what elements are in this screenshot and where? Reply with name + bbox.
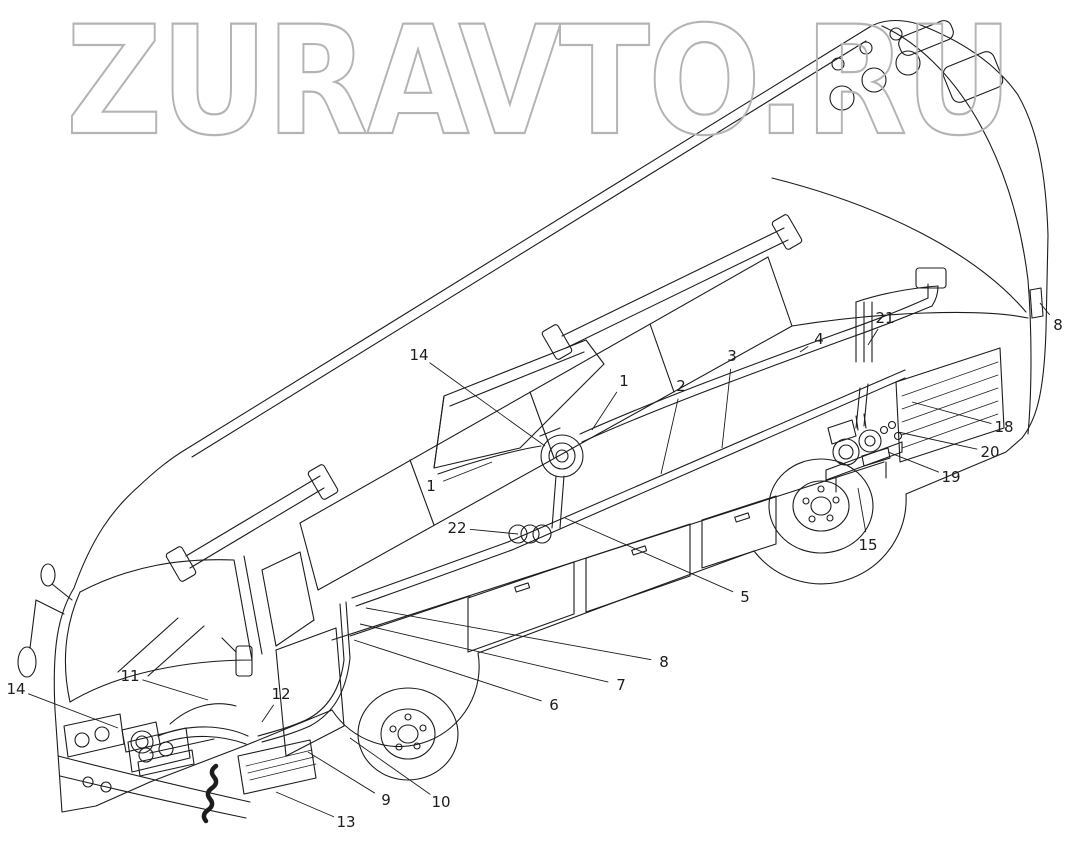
- roof-pipe-front: [437, 445, 542, 475]
- bay-handle: [514, 582, 531, 593]
- callout-leader-13: [275, 791, 335, 818]
- roof-pipe-rear: [579, 297, 929, 435]
- pipe-coil: [508, 524, 528, 544]
- callout-number-7: 7: [616, 676, 626, 694]
- callout-number-6: 6: [549, 696, 559, 714]
- wiper-icon: [147, 625, 205, 677]
- callout-number-14: 14: [409, 346, 428, 364]
- bay-handle: [734, 512, 751, 523]
- license-plate: [137, 749, 195, 777]
- callout-number-15: 15: [858, 536, 877, 554]
- callout-leader-5: [564, 517, 734, 593]
- callout-number-18: 18: [994, 418, 1013, 436]
- bus-drawing: [17, 19, 1049, 824]
- callout-leader-14: [27, 693, 119, 729]
- wiper-icon: [117, 617, 179, 673]
- callout-leader-19: [887, 451, 940, 473]
- callout-number-9: 9: [381, 791, 391, 809]
- watermark-text: ZURAVTO.RU: [66, 0, 1011, 169]
- callout-leader-22: [469, 528, 519, 535]
- rear-roof-vents: [829, 20, 1004, 111]
- callout-leader-1: [591, 391, 618, 431]
- side-windows: [299, 256, 793, 591]
- waist-pipe: [351, 541, 509, 599]
- rear-marker-light: [1029, 287, 1044, 319]
- rear-compressor-unit: [825, 413, 903, 493]
- callout-leader-6: [353, 639, 542, 702]
- callout-leader-7: [359, 623, 609, 683]
- callout-leader-15: [857, 487, 867, 533]
- callout-number-4: 4: [814, 330, 824, 348]
- callout-number-20: 20: [980, 443, 999, 461]
- left-mirror: [17, 563, 73, 678]
- rear-wheel: [768, 458, 874, 554]
- callout-leader-4: [799, 345, 809, 353]
- callout-number-10: 10: [431, 793, 450, 811]
- right-mirror: [221, 637, 253, 677]
- callout-number-14: 14: [6, 680, 25, 698]
- callout-number-19: 19: [941, 468, 960, 486]
- corrugated-hose: [201, 763, 219, 824]
- callout-leader-21: [867, 328, 879, 346]
- front-face-details: [57, 713, 251, 819]
- callout-number-1: 1: [619, 372, 629, 390]
- headlight-cluster: [63, 713, 125, 758]
- callout-number-3: 3: [727, 347, 737, 365]
- bay-handle: [631, 545, 648, 556]
- front-heater-unit: [121, 703, 317, 824]
- front-pump: [130, 730, 154, 754]
- callout-leader-3: [721, 368, 732, 449]
- callout-number-2: 2: [676, 377, 686, 395]
- callout-number-8: 8: [1053, 316, 1063, 334]
- callout-number-21: 21: [875, 309, 894, 327]
- roof-pod: [433, 339, 605, 469]
- callout-number-1: 1: [426, 477, 436, 495]
- callout-number-8: 8: [659, 653, 669, 671]
- callout-number-12: 12: [271, 685, 290, 703]
- front-wheel: [357, 687, 459, 781]
- callout-leader-2: [660, 398, 679, 475]
- callout-leader-9: [307, 751, 376, 794]
- front-logo-strip: [149, 738, 215, 754]
- callout-leader-8: [365, 607, 652, 661]
- callout-leader-18: [911, 401, 992, 425]
- callout-number-11: 11: [120, 667, 139, 685]
- coupling-unit: [540, 434, 584, 478]
- luggage-bay-doors: [467, 495, 777, 653]
- roof-rails: [165, 214, 803, 582]
- driver-window: [261, 551, 315, 647]
- callout-number-5: 5: [740, 588, 750, 606]
- callout-number-13: 13: [336, 813, 355, 831]
- callout-leader-8: [1039, 302, 1051, 316]
- callout-leader-10: [349, 737, 431, 795]
- callout-leader-12: [261, 704, 275, 723]
- windshield: [64, 551, 315, 703]
- piping: [257, 267, 947, 743]
- callout-leader-1: [442, 461, 493, 482]
- callout-leader-20: [897, 431, 978, 450]
- rear-valve-box: [915, 267, 947, 289]
- callout-leader-11: [142, 679, 209, 701]
- callout-leader-14: [429, 362, 546, 447]
- callout-number-22: 22: [447, 519, 466, 537]
